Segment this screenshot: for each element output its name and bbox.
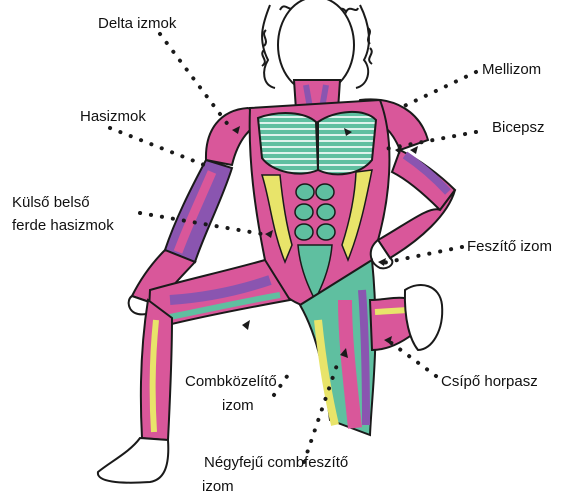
label-bicepsz: Bicepsz <box>492 118 545 137</box>
label-negyfeju-line1: Négyfejű combfeszítő <box>204 453 348 472</box>
pectoral-left <box>258 113 318 174</box>
label-mellizom: Mellizom <box>482 60 541 79</box>
right-foot <box>405 285 442 350</box>
label-combkozelito-line2: izom <box>222 396 254 415</box>
left-foot <box>98 438 168 483</box>
label-feszito-izom: Feszítő izom <box>467 237 552 256</box>
label-kulso-belso-line2: ferde hasizmok <box>12 216 114 235</box>
label-csipo-horpasz: Csípő horpasz <box>441 372 538 391</box>
label-combkozelito-line1: Combközelítő <box>185 372 277 391</box>
label-hasizmok: Hasizmok <box>80 107 146 126</box>
pectoral-right <box>318 112 376 174</box>
label-delta-izmok: Delta izmok <box>98 14 176 33</box>
label-kulso-belso-line1: Külső belső <box>12 193 90 212</box>
label-negyfeju-line2: izom <box>202 477 234 496</box>
